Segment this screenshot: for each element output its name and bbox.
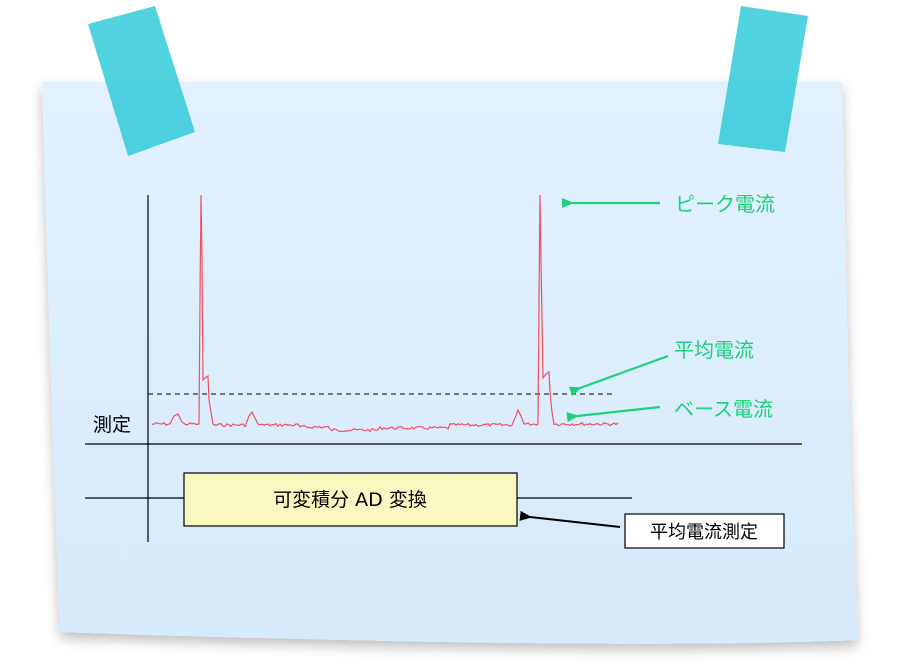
tape-right [718,6,808,152]
average-arrow [568,354,669,397]
base-label: ベース電流 [674,397,773,421]
base-arrow [566,405,661,423]
average-label: 平均電流 [674,338,754,362]
peak-label: ピーク電流 [675,192,775,216]
adc-box-label: 可変積分 AD 変換 [273,489,427,511]
average-measurement-box: 平均電流測定 [624,513,785,549]
current-waveform [151,194,619,433]
peak-annotation: ピーク電流 [562,192,775,216]
adc-box: 可変積分 AD 変換 [183,472,518,527]
average-annotation: 平均電流 [568,338,754,397]
average-measurement-label: 平均電流測定 [650,522,758,543]
base-annotation: ベース電流 [566,397,773,423]
measurement-arrow [519,510,621,528]
tape-left [88,6,195,156]
paper-sheet [42,82,858,644]
measure-label: 測定 [93,414,131,436]
measurement-annotation [519,510,621,528]
